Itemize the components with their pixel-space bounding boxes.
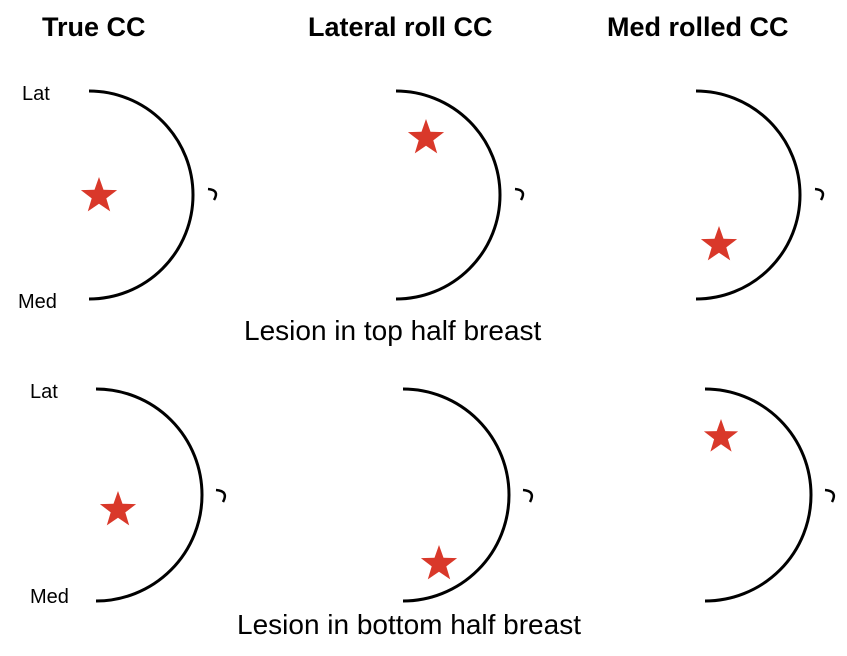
nipple-icon (215, 488, 227, 503)
row-top-half (80, 89, 825, 301)
nipple-icon (207, 187, 218, 201)
star-icon (700, 226, 738, 261)
nipple-icon (824, 488, 836, 503)
row-bottom-half (95, 387, 836, 603)
star-icon (420, 545, 458, 580)
lat-label-top: Lat (22, 83, 50, 105)
title-med-rolled-cc: Med rolled CC (607, 12, 789, 42)
star-icon (703, 419, 739, 452)
breast-true-cc-bottom (95, 387, 227, 603)
med-label-top: Med (18, 291, 57, 313)
title-true-cc: True CC (42, 12, 146, 42)
nipple-icon (522, 488, 534, 503)
breast-outline (402, 387, 511, 603)
star-icon (80, 177, 118, 212)
star-icon (407, 119, 445, 154)
breast-med-rolled-bottom (703, 387, 836, 603)
breast-true-cc-top (80, 89, 218, 301)
title-lateral-roll-cc: Lateral roll CC (308, 12, 493, 42)
nipple-icon (514, 187, 525, 201)
breast-outline (88, 89, 195, 301)
breast-outline (695, 89, 802, 301)
breast-med-rolled-top (695, 89, 825, 301)
breast-outline (704, 387, 813, 603)
lat-label-bottom: Lat (30, 381, 58, 403)
breast-outline (95, 387, 204, 603)
med-label-bottom: Med (30, 586, 69, 608)
caption-top-half: Lesion in top half breast (244, 315, 542, 346)
breast-outline (395, 89, 502, 301)
nipple-icon (814, 187, 825, 201)
caption-bottom-half: Lesion in bottom half breast (237, 609, 581, 640)
breast-lateral-roll-top (395, 89, 525, 301)
star-icon (99, 491, 137, 526)
breast-lateral-roll-bottom (402, 387, 534, 603)
